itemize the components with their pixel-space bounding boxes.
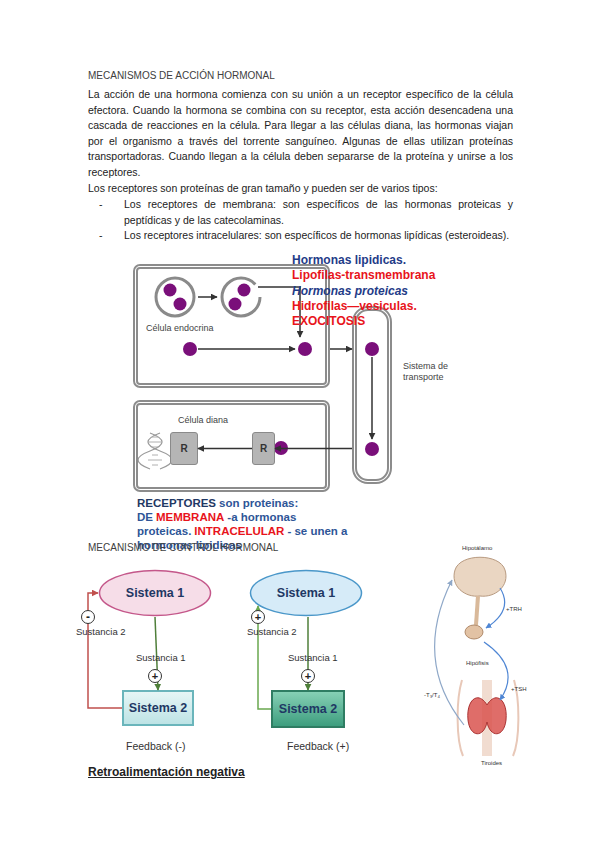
- system-ellipse: Sistema 1: [249, 569, 363, 617]
- text-label: Los receptores intracelulares: son espec…: [124, 228, 513, 244]
- connector-arrow: [330, 348, 352, 350]
- text-label: Los receptores son proteínas de gran tam…: [88, 181, 513, 197]
- text-label: Feedback (+): [287, 740, 349, 752]
- receptor-label: R: [180, 443, 187, 454]
- text-label: -: [99, 197, 103, 213]
- cell-box: R R Célula diana: [133, 400, 330, 492]
- text-label: Retroalimentación negativa: [88, 765, 245, 779]
- neck-outline: [458, 680, 519, 756]
- ellipse-shape: [251, 571, 362, 616]
- vesicle: [156, 278, 194, 316]
- dna-strand: [148, 433, 172, 469]
- hormone-dot: [298, 342, 312, 356]
- system-label: Sistema 2: [279, 702, 337, 716]
- connector-arrow: [198, 448, 252, 450]
- text-label: Feedback (-): [126, 740, 186, 752]
- hormone-dot: [183, 342, 197, 356]
- edge-label: Sustancia 2: [76, 626, 126, 637]
- pituitary-illustration: [465, 625, 483, 639]
- sign-symbol: -: [82, 609, 94, 625]
- text-label: Hormonas proteicas: [292, 284, 408, 298]
- section-heading: MECANISMOS DE ACCIÓN HORMONAL: [88, 70, 275, 81]
- hormone-dot: [365, 442, 379, 456]
- flow-arrow: [198, 296, 217, 298]
- text-label: Lipofilas-transmembrana: [292, 268, 435, 282]
- system-ellipse: Sistema 1: [98, 569, 212, 617]
- feedback-arrow: [435, 580, 464, 725]
- text-label: Hidrofilas—vesiculas.: [292, 299, 417, 313]
- system-label: Sistema 1: [126, 586, 184, 600]
- ellipse-shape: [100, 571, 211, 616]
- open-vesicle: [222, 278, 260, 316]
- system-label: Sistema 1: [277, 586, 335, 600]
- text-label: EXOCITOSIS: [292, 314, 365, 328]
- receptor-note-part: INTRACELULAR: [194, 525, 284, 537]
- text-label: -: [99, 228, 103, 244]
- sign-symbol: +: [252, 609, 264, 625]
- system-box: Sistema 2: [271, 690, 345, 728]
- connector-arrow: [88, 593, 122, 708]
- connector-arrow: [275, 448, 352, 450]
- hormone-dot: [229, 298, 242, 311]
- hormone-dot: [164, 284, 177, 297]
- edge-label: Sustancia 1: [288, 652, 338, 663]
- text-label: Los receptores de membrana: son específi…: [124, 197, 513, 228]
- text-label: Hormonas lipidicas.: [292, 253, 406, 267]
- hormone-dot: [365, 342, 379, 356]
- text-label: Hipófisis: [466, 660, 489, 666]
- text-label: MECANISMO DE CONTROL HORMONAL: [88, 542, 278, 553]
- hormone-dot: [174, 298, 187, 311]
- edge-label: Sustancia 2: [247, 626, 297, 637]
- text-label: +TRH: [506, 606, 522, 612]
- cell-label: Célula diana: [178, 415, 228, 426]
- transport-arrow: [371, 357, 373, 439]
- hypothalamus-illustration: [454, 557, 506, 596]
- dna-rungs: [148, 437, 162, 465]
- text-label: Hipotálamo: [462, 545, 492, 551]
- sign-symbol: +: [149, 668, 161, 684]
- trh-arrow: [486, 588, 505, 628]
- cell-label: Célula endocrina: [146, 323, 214, 334]
- tsh-arrow: [484, 642, 508, 700]
- cell-label: Sistema de transporte: [403, 361, 465, 383]
- receptor-note-part: MEMBRANA: [156, 511, 224, 523]
- sign-symbol: +: [302, 668, 314, 684]
- edge-label: Sustancia 1: [136, 652, 186, 663]
- diffusion-arrow: [198, 348, 295, 350]
- system-label: Sistema 2: [129, 701, 187, 715]
- text-label: +TSH: [511, 686, 527, 692]
- receptor-note-part: RECEPTORES: [137, 497, 216, 509]
- receptor-box: R: [252, 432, 275, 465]
- pituitary-stalk: [476, 596, 478, 625]
- receptor-label: R: [260, 443, 267, 454]
- text-label: La acción de una hormona comienza con su…: [88, 87, 513, 181]
- receptor-box: R: [170, 432, 198, 465]
- system-box: Sistema 2: [122, 690, 194, 726]
- thyroid-illustration: [468, 698, 506, 734]
- hormone-dot: [238, 284, 251, 297]
- text-label: Tiroides: [481, 760, 502, 766]
- text-label: -T₃/T₄: [424, 692, 440, 698]
